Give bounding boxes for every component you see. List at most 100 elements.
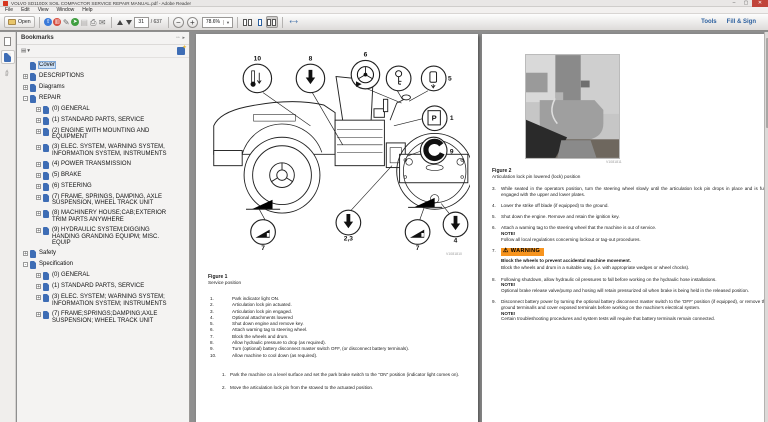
- bookmark-item[interactable]: + (0) GENERAL: [17, 104, 189, 115]
- fullscreen-button[interactable]: ⤢: [287, 16, 299, 28]
- bookmark-label[interactable]: (9) HYDRAULIC SYSTEM;DIGGING HANDING GRA…: [52, 226, 160, 247]
- bookmark-item[interactable]: + (4) POWER TRANSMISSION: [17, 159, 189, 170]
- bookmark-item[interactable]: + (2) ENGINE WITH MOUNTING AND EQUIPMENT: [17, 126, 189, 143]
- two-page-view-button[interactable]: [265, 16, 278, 28]
- bookmark-label[interactable]: (0) GENERAL: [52, 272, 90, 279]
- menu-item-help[interactable]: Help: [82, 7, 93, 13]
- expand-toggle-icon[interactable]: +: [36, 172, 41, 179]
- zoom-level-select[interactable]: 78.6% ▼: [201, 16, 233, 28]
- save-button[interactable]: ▤: [80, 18, 89, 27]
- bookmark-label[interactable]: (1) STANDARD PARTS, SERVICE: [52, 116, 145, 123]
- attachments-tab[interactable]: ✐: [1, 66, 15, 80]
- bookmark-item[interactable]: + (1) STANDARD PARTS, SERVICE: [17, 282, 189, 293]
- menu-item-view[interactable]: View: [37, 7, 49, 13]
- expand-toggle-icon[interactable]: +: [36, 128, 41, 135]
- bookmark-label[interactable]: (2) ENGINE WITH MOUNTING AND EQUIPMENT: [52, 127, 150, 141]
- expand-toggle-icon[interactable]: +: [36, 227, 41, 234]
- bookmark-label[interactable]: (8) MACHINERY HOUSE;CAB;EXTERIOR TRIM PA…: [52, 210, 167, 224]
- bookmark-label[interactable]: Diagrams: [39, 83, 65, 90]
- page-number-input[interactable]: [133, 16, 149, 28]
- share-button[interactable]: ➤: [71, 18, 80, 27]
- step-item: 1. Park the machine on a level surface a…: [222, 372, 474, 378]
- expand-toggle-icon[interactable]: +: [36, 145, 41, 152]
- expand-toggle-icon[interactable]: +: [23, 251, 28, 258]
- close-button[interactable]: ✕: [752, 0, 768, 7]
- bookmark-options-button[interactable]: ▤▾: [21, 48, 30, 54]
- bookmark-label[interactable]: (3) ELEC. SYSTEM; WARNING SYSTEM; INFORM…: [52, 294, 167, 308]
- open-folder-icon: [8, 19, 16, 25]
- thumbnails-tab[interactable]: [1, 34, 15, 48]
- expand-toggle-icon[interactable]: +: [36, 117, 41, 124]
- expand-toggle-icon[interactable]: +: [36, 194, 41, 201]
- zoom-in-button[interactable]: +: [186, 16, 198, 28]
- expand-toggle-icon[interactable]: -: [23, 95, 28, 102]
- menu-item-edit[interactable]: Edit: [21, 7, 30, 13]
- bookmark-page-icon: [43, 127, 49, 136]
- zoom-out-button[interactable]: −: [172, 16, 184, 28]
- bookmark-label[interactable]: Specification: [39, 261, 74, 268]
- expand-toggle-icon[interactable]: +: [23, 73, 28, 80]
- bookmark-item[interactable]: - REPAIR: [17, 93, 189, 104]
- panel-options-icon[interactable]: ▫▫: [175, 35, 180, 41]
- bookmark-label[interactable]: Cover: [37, 60, 57, 70]
- bookmark-item[interactable]: + (1) STANDARD PARTS, SERVICE: [17, 115, 189, 126]
- expand-toggle-icon[interactable]: +: [36, 211, 41, 218]
- expand-toggle-icon[interactable]: +: [36, 284, 41, 291]
- bookmark-label[interactable]: (1) STANDARD PARTS, SERVICE: [52, 283, 145, 290]
- bookmark-item[interactable]: + (5) BRAKE: [17, 170, 189, 181]
- bookmark-label[interactable]: (7) FRAME, SPRINGS, DAMPING, AXLE SUSPEN…: [52, 193, 163, 207]
- previous-page-button[interactable]: [116, 18, 125, 27]
- bookmark-item[interactable]: Cover: [17, 60, 189, 71]
- new-bookmark-icon[interactable]: [177, 44, 187, 55]
- bookmark-item[interactable]: + Safety: [17, 249, 189, 260]
- bookmark-label[interactable]: (4) POWER TRANSMISSION: [52, 160, 131, 167]
- expand-toggle-icon[interactable]: +: [36, 106, 41, 113]
- bookmark-item[interactable]: + (0) GENERAL: [17, 271, 189, 282]
- single-page-view-button[interactable]: [254, 16, 266, 28]
- bookmark-label[interactable]: (6) STEERING: [52, 182, 92, 189]
- expand-toggle-icon[interactable]: +: [36, 183, 41, 190]
- bookmark-label[interactable]: Safety: [39, 250, 57, 257]
- expand-toggle-icon[interactable]: +: [36, 311, 41, 318]
- scrollbar-thumb[interactable]: [765, 38, 768, 128]
- collapse-panel-icon[interactable]: ▸: [182, 35, 185, 41]
- bookmark-label[interactable]: REPAIR: [39, 94, 61, 101]
- expand-toggle-icon[interactable]: +: [36, 161, 41, 168]
- bookmark-item[interactable]: + (3) ELEC. SYSTEM; WARNING SYSTEM; INFO…: [17, 293, 189, 310]
- open-button[interactable]: Open: [4, 16, 35, 28]
- bookmark-label[interactable]: (0) GENERAL: [52, 105, 90, 112]
- bookmark-item[interactable]: + (8) MACHINERY HOUSE;CAB;EXTERIOR TRIM …: [17, 209, 189, 226]
- bookmark-item[interactable]: + (3) ELEC. SYSTEM, WARNING SYSTEM, INFO…: [17, 143, 189, 160]
- bookmark-item[interactable]: - Specification: [17, 260, 189, 271]
- expand-toggle-icon[interactable]: +: [36, 295, 41, 302]
- menu-item-file[interactable]: File: [5, 7, 14, 13]
- bookmark-item[interactable]: + Diagrams: [17, 82, 189, 93]
- sign-document-button[interactable]: ✎: [62, 18, 71, 27]
- bookmark-label[interactable]: (3) ELEC. SYSTEM, WARNING SYSTEM, INFORM…: [52, 144, 167, 157]
- expand-toggle-icon[interactable]: -: [23, 262, 28, 269]
- email-button[interactable]: ✉: [98, 18, 107, 27]
- maximize-button[interactable]: ▢: [743, 0, 749, 6]
- fill-sign-button[interactable]: Fill & Sign: [726, 19, 756, 25]
- bookmark-item[interactable]: + (7) FRAME, SPRINGS, DAMPING, AXLE SUSP…: [17, 192, 189, 209]
- bookmark-item[interactable]: + (7) FRAME;SPRINGS;DAMPING;AXLE SUSPENS…: [17, 309, 189, 326]
- minimize-button[interactable]: –: [732, 0, 736, 6]
- bookmark-label[interactable]: DESCRIPTIONS: [39, 72, 85, 79]
- vertical-scrollbar[interactable]: [764, 32, 768, 422]
- next-page-button[interactable]: [125, 18, 134, 27]
- menu-item-window[interactable]: Window: [56, 7, 75, 13]
- tools-button[interactable]: Tools: [701, 19, 717, 25]
- expand-toggle-icon[interactable]: +: [23, 84, 28, 91]
- expand-toggle-icon[interactable]: +: [36, 273, 41, 280]
- print-button[interactable]: ⎙: [89, 18, 98, 27]
- expand-toggle-icon[interactable]: [23, 63, 28, 68]
- bookmarks-tab[interactable]: [0, 50, 15, 64]
- scroll-mode-button[interactable]: [242, 16, 254, 28]
- bookmark-label[interactable]: (5) BRAKE: [52, 171, 82, 178]
- bookmark-label[interactable]: (7) FRAME;SPRINGS;DAMPING;AXLE SUSPENSIO…: [52, 310, 158, 324]
- bookmark-item[interactable]: + (6) STEERING: [17, 181, 189, 192]
- bookmark-item[interactable]: + (9) HYDRAULIC SYSTEM;DIGGING HANDING G…: [17, 225, 189, 248]
- send-to-cloud-button[interactable]: ⇧: [44, 18, 53, 27]
- bookmark-item[interactable]: + DESCRIPTIONS: [17, 71, 189, 82]
- create-pdf-button[interactable]: ▥: [53, 18, 62, 27]
